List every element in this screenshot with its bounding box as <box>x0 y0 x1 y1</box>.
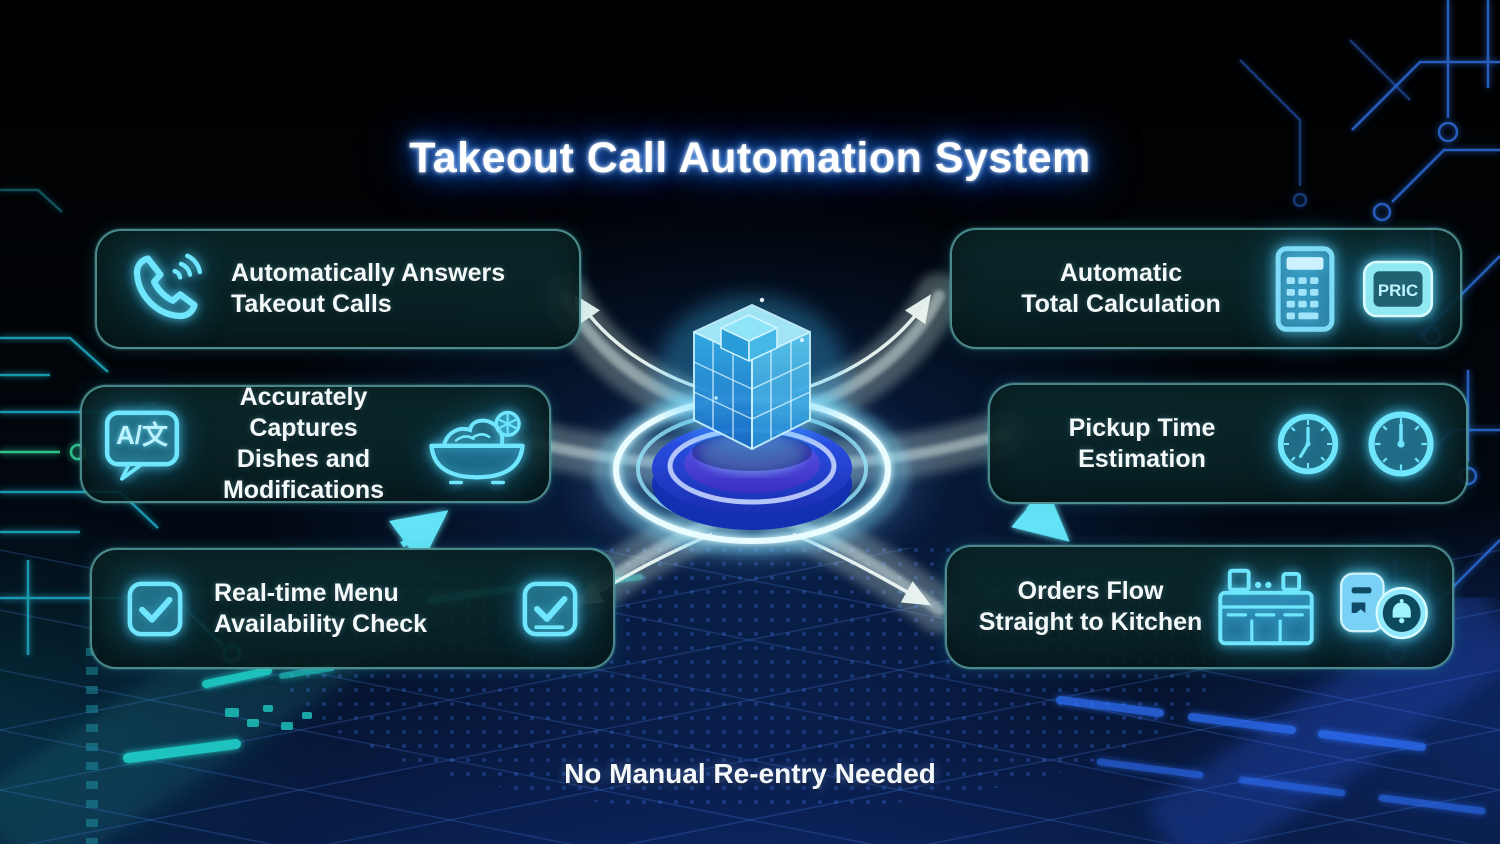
feature-card-pickup-time: Pickup Time Estimation <box>988 383 1468 504</box>
light-streaks-right <box>1056 696 1486 815</box>
price-badge-text: PRIC <box>1378 280 1418 299</box>
feature-text: Orders Flow Straight to Kitchen <box>978 577 1203 636</box>
footer-note: No Manual Re-entry Needed <box>564 758 936 789</box>
feature-text: Accurately Captures Dishes and Modificat… <box>222 383 385 504</box>
data-cube <box>657 295 847 455</box>
checkbox-icon <box>120 574 190 644</box>
checkbox-icon <box>515 574 585 644</box>
clock-icon <box>1360 403 1442 485</box>
feature-card-orders-kitchen: Orders Flow Straight to Kitchen <box>945 545 1454 669</box>
phone-call-icon <box>121 246 207 332</box>
feature-text: Real-time Menu Availability Check <box>214 578 428 638</box>
chevron-arrows <box>389 486 1070 565</box>
pixel-cluster-left <box>225 705 312 730</box>
calculator-icon <box>1266 242 1344 336</box>
feature-text: Automatic Total Calculation <box>1021 258 1221 318</box>
kitchen-counter-icon <box>1214 562 1318 652</box>
platform-rings <box>557 382 947 578</box>
price-badge-icon: PRIC <box>1360 257 1436 321</box>
translate-bubble-icon: A/文 <box>98 401 186 487</box>
page-title: Takeout Call Automation System <box>409 134 1091 182</box>
feature-card-total-calc: Automatic Total Calculation <box>950 228 1462 349</box>
food-bowl-icon <box>421 402 533 486</box>
feature-card-auto-answer: Automatically Answers Takeout Calls <box>95 229 581 349</box>
feature-text: Pickup Time Estimation <box>1068 413 1216 473</box>
feature-card-menu-check: Real-time Menu Availability Check <box>90 548 615 669</box>
clock-icon <box>1270 406 1346 482</box>
order-ticket-icon <box>1332 567 1432 647</box>
translate-icon-text: A/文 <box>115 420 168 450</box>
feature-text: Automatically Answers Takeout Calls <box>231 259 506 318</box>
feature-card-capture-dishes: A/文 Accurately Captures Dishes and Modif… <box>80 383 551 504</box>
